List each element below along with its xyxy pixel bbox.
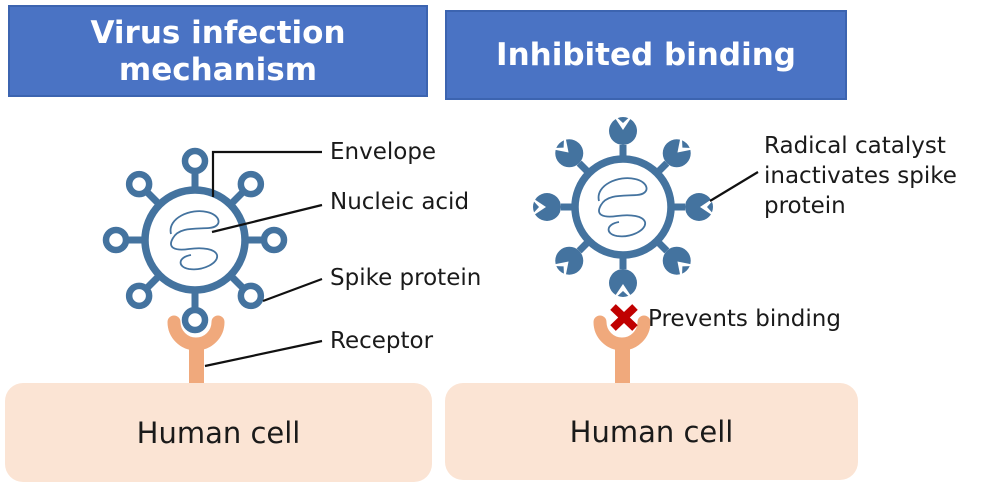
receptor-icon-right: [593, 315, 651, 387]
virus-icon-left: [102, 147, 288, 334]
callout-connector-right: [709, 171, 759, 202]
prevents-binding-x-icon: [610, 304, 638, 331]
envelope-icon: [141, 186, 249, 294]
human-cell-label-left: Human cell: [136, 415, 301, 450]
receptor-icon-left: [167, 315, 225, 388]
nucleic-acid-icon: [169, 210, 220, 271]
right-panel-title: Inhibited binding: [445, 10, 847, 100]
label-connectors-left: [204, 150, 323, 368]
left-panel-title: Virus infection mechanism: [8, 5, 428, 97]
receptor-label: Receptor: [330, 328, 434, 354]
left-panel-title-text: Virus infection mechanism: [90, 15, 346, 88]
human-cell-right: Human cell: [445, 383, 858, 480]
virus-icon-right: [528, 112, 718, 302]
human-cell-left: Human cell: [5, 383, 432, 482]
envelope-label: Envelope: [330, 139, 437, 165]
radical-catalyst-callout: Radical catalyst inactivates spike prote…: [764, 133, 957, 219]
prevents-binding-label: Prevents binding: [648, 306, 841, 332]
nucleic-acid-label: Nucleic acid: [330, 189, 470, 215]
human-cell-label-right: Human cell: [569, 414, 734, 449]
spike-protein-label: Spike protein: [330, 265, 482, 291]
